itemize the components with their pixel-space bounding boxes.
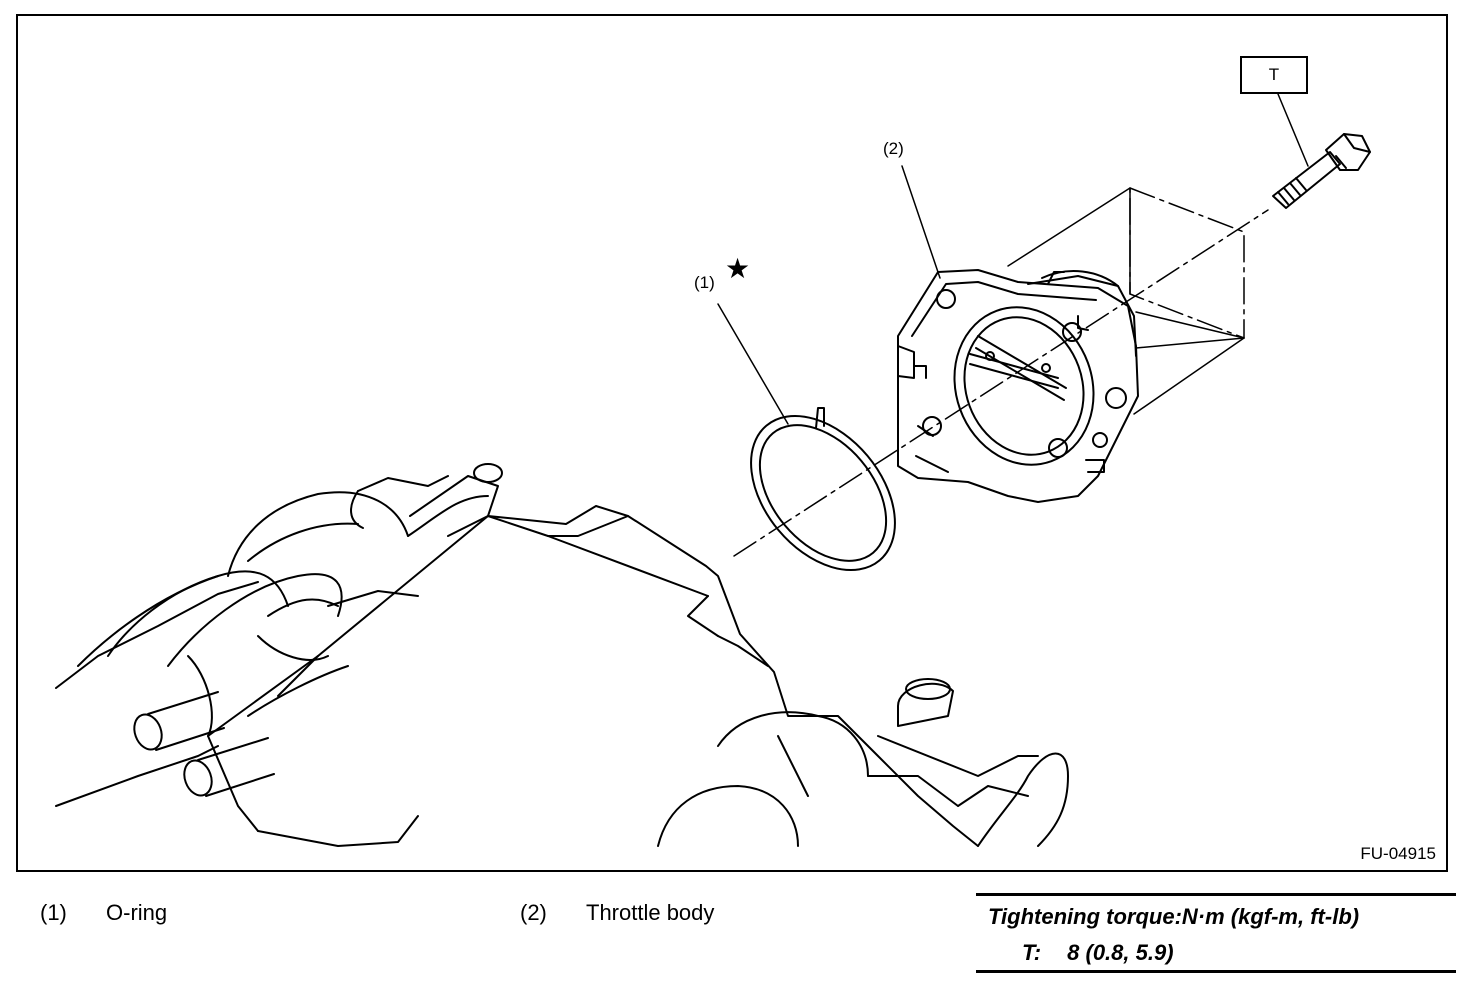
exploded-view-drawing: (1) ★ (2) — [55, 93, 1371, 847]
throttle-body — [897, 269, 1139, 503]
torque-callout-label: T — [1268, 65, 1280, 84]
assembly-guide-lines — [733, 187, 1269, 557]
torque-callout-box: T — [1240, 56, 1308, 94]
torque-spec-box: Tightening torque:N·m (kgf-m, ft-lb) T: 8… — [976, 893, 1456, 973]
figure-id: FU-04915 — [1360, 844, 1436, 863]
torque-spec-value: T: 8 (0.8, 5.9) — [1022, 940, 1174, 966]
torque-spec-title: Tightening torque:N·m (kgf-m, ft-lb) — [988, 904, 1360, 929]
legend-text: O-ring — [106, 900, 168, 925]
legend-number: (1) — [40, 900, 67, 925]
figure-frame: (1) ★ (2) T FU-04915 — [16, 14, 1448, 872]
bolt — [1272, 133, 1371, 209]
star-icon: ★ — [725, 252, 750, 285]
legend-number: (2) — [520, 900, 547, 925]
intake-manifold — [55, 463, 1069, 847]
o-ring — [750, 407, 896, 572]
callout-label-2: (2) — [883, 139, 904, 158]
legend-text: Throttle body — [586, 900, 715, 925]
leader-lines — [717, 93, 1309, 425]
torque-key: T: — [1022, 940, 1042, 965]
callout-label-1: (1) — [694, 273, 715, 292]
torque-amount: 8 (0.8, 5.9) — [1067, 940, 1174, 965]
